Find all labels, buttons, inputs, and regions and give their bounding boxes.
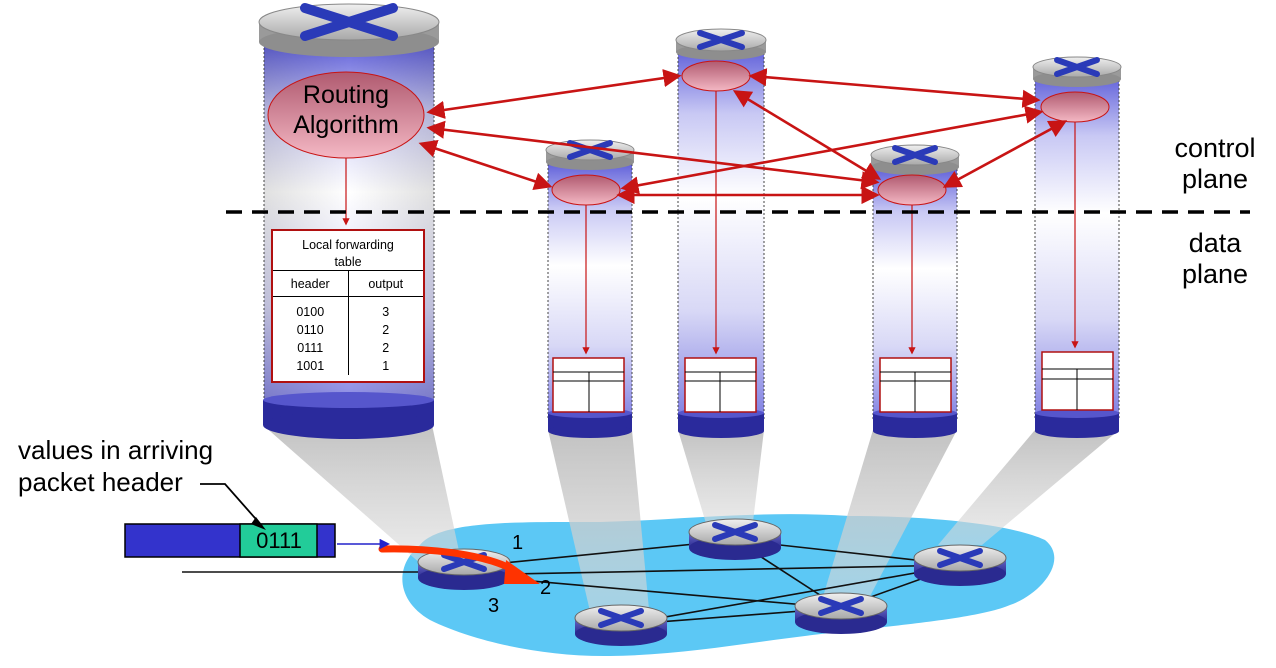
port-label-3: 3 xyxy=(488,595,500,617)
header-column: 0100 0110 0111 1001 xyxy=(273,297,349,375)
network-router-3 xyxy=(574,604,668,646)
column-header-output: output xyxy=(368,277,404,291)
data-plane-label: data plane xyxy=(1181,228,1249,289)
network-router-5 xyxy=(913,544,1007,586)
agent-ellipse-4 xyxy=(877,174,947,206)
table-cell: 1001 xyxy=(296,359,325,373)
output-column: 3 2 2 1 xyxy=(349,303,424,375)
table-cell: 3 xyxy=(382,305,390,319)
arriving-packet xyxy=(124,523,391,558)
packet-header-value: 0111 xyxy=(256,528,302,553)
mini-tables xyxy=(552,351,1114,413)
selected-output-arrowhead xyxy=(504,560,540,584)
forwarding-table-header-row: header output xyxy=(273,271,423,297)
router-top-1 xyxy=(258,3,440,57)
port-label-2: 2 xyxy=(540,577,552,599)
table-cell: 2 xyxy=(382,341,390,355)
table-cell: 2 xyxy=(382,323,390,337)
mini-table-3 xyxy=(684,357,757,413)
header-callout-line xyxy=(200,483,263,527)
table-cell: 0111 xyxy=(297,341,324,355)
agent-ellipse-2 xyxy=(551,174,621,206)
network-router-1 xyxy=(417,548,511,590)
agent-ellipse-3 xyxy=(681,60,751,92)
table-cell: 0100 xyxy=(296,305,325,319)
port-label-1: 1 xyxy=(512,532,524,554)
table-cell: 0110 xyxy=(296,323,324,337)
header-callout-arrowhead xyxy=(251,517,266,530)
mini-table-4 xyxy=(879,357,952,413)
network-router-4 xyxy=(794,592,888,634)
forwarding-table-title: Local forwarding table xyxy=(273,231,423,271)
control-plane-label: control plane xyxy=(1174,133,1256,194)
agent-ellipse-5 xyxy=(1040,91,1110,123)
selected-output-path xyxy=(378,545,518,574)
control-plane-arrows xyxy=(418,68,1068,205)
column-header-header: header xyxy=(273,271,349,296)
packet-header-caption: values in arriving packet header xyxy=(18,435,214,497)
mini-table-5 xyxy=(1041,351,1114,411)
forwarding-table-body: 0100 0110 0111 1001 3 2 2 1 xyxy=(273,297,423,375)
routing-algorithm-label: Routing Algorithm xyxy=(293,81,399,139)
local-forwarding-table: Local forwarding table header output 010… xyxy=(271,229,425,383)
table-cell: 1 xyxy=(382,359,390,373)
mini-table-2 xyxy=(552,357,625,413)
network-router-2 xyxy=(688,518,782,560)
